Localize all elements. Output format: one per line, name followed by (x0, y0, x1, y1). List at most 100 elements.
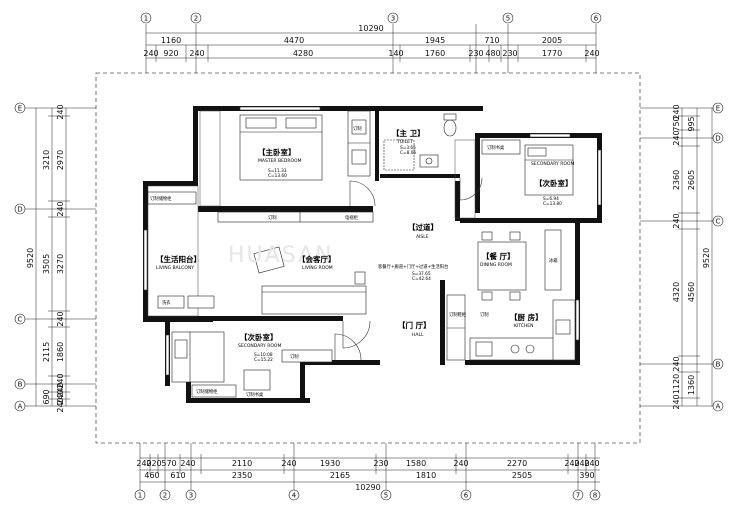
tv-cabinet (217, 211, 374, 223)
left-dimensions (25, 107, 96, 407)
left-dim2-3: 240 (56, 201, 65, 216)
top-dim2-8: 480 (485, 49, 500, 58)
label-sink: 洗衣 (162, 299, 171, 306)
axis-top-4: 5 (506, 15, 510, 23)
top-dim2-2: 920 (163, 49, 178, 58)
label-desk-bottom: 订制书桌 (246, 391, 264, 398)
label-toilet-s: S=3.65 (400, 145, 416, 151)
second-top-bed (524, 144, 574, 196)
axis-right-b: B (716, 361, 721, 369)
label-master-en: MASTER BEDROOM (258, 158, 302, 164)
axis-bottom-3: 3 (189, 492, 193, 500)
top-dim2-9: 230 (502, 49, 517, 58)
bottom-dim-14: 240 (584, 459, 599, 468)
label-toilet-en: TOILET (396, 139, 413, 145)
left-dim2-2: 2970 (56, 150, 65, 170)
windows (143, 106, 602, 376)
left-dim2-8: 240 (56, 382, 65, 397)
label-second-top-c: C=13.80 (543, 201, 562, 207)
top-dimensions (145, 24, 597, 73)
master-bed (239, 114, 323, 181)
label-master-c: C=13.60 (268, 173, 287, 179)
top-dim2-6: 1760 (425, 49, 445, 58)
overall-height-left: 9520 (26, 248, 35, 268)
toilet-door (459, 177, 483, 201)
bottom-dim-6: 240 (281, 459, 296, 468)
bottom-dim-7: 1930 (320, 459, 340, 468)
bottom-dim2-7: 390 (579, 471, 594, 480)
axis-top-5: 6 (594, 15, 599, 23)
bottom-dim2-6: 2505 (512, 471, 532, 480)
left-dim2-10: 240 (56, 397, 65, 412)
top-dim2-4: 4280 (293, 49, 313, 58)
balcony-cabinets (147, 191, 215, 309)
bottom-dim2-2: 610 (170, 471, 185, 480)
axis-bottom-5: 5 (384, 492, 388, 500)
label-area-s: S=37.65 (412, 271, 431, 277)
label-custom: 订制 (480, 311, 489, 318)
left-dim2-1: 240 (56, 104, 65, 119)
overall-height-right: 9520 (702, 248, 711, 268)
bottom-axis-bubbles: 1 2 3 4 5 6 7 8 (134, 489, 601, 501)
axis-top-3: 3 (391, 15, 395, 23)
kitchen-counters (469, 299, 576, 361)
bottom-dim-2: 220 (146, 459, 161, 468)
bottom-dim-5: 2110 (232, 459, 252, 468)
label-second-bottom-en: SECONDARY ROOM (238, 343, 281, 349)
label-kitchen-en: KITCHEN (514, 323, 534, 329)
label-balcony-en: LIVING BALCONY (156, 265, 194, 271)
label-bath-cabinet: 订制储物柜 (196, 388, 218, 395)
label-master-s: S=11.33 (268, 168, 287, 174)
label-hall-cn: 【门 厅】 (398, 320, 431, 330)
bottom-dim2-1: 460 (144, 471, 159, 480)
axis-left-b: B (18, 381, 23, 389)
overall-width-bottom: 10290 (355, 483, 380, 492)
right-dim2-9: 240 (672, 394, 681, 409)
label-toilet-cn: 【主 卫】 (392, 128, 425, 138)
label-balcony-cabinet: 订制储物柜 (150, 195, 172, 202)
bottom-dim-11: 2270 (507, 459, 527, 468)
label-area-c: C=42.64 (412, 276, 431, 282)
shoe-cabinet (446, 294, 466, 361)
left-dim2-6: 1860 (56, 342, 65, 362)
right-dim-1: 995 (687, 116, 696, 131)
top-dim-2: 4470 (284, 36, 304, 45)
bottom-dimensions (139, 443, 600, 490)
bottom-dim-9: 1580 (406, 459, 426, 468)
top-dim2-10: 1770 (542, 49, 562, 58)
balcony-lines (147, 110, 476, 317)
label-aisle-cn: 【过道】 (408, 222, 438, 232)
second-bottom-bed (171, 331, 225, 383)
axis-bottom-1: 1 (138, 492, 142, 500)
label-kitchen-cn: 【厨 房】 (510, 312, 543, 322)
right-dim-2: 2605 (687, 170, 696, 190)
right-dim-4: 1360 (687, 375, 696, 395)
top-dim2-7: 230 (468, 49, 483, 58)
label-second-top-en: SECONDARY ROOM (531, 161, 574, 167)
label-dining-cn: 【餐 厅】 (482, 251, 515, 261)
label-second-bottom-c: C=15.22 (254, 357, 273, 363)
second-bottom-wardrobe (191, 349, 333, 398)
bottom-dim-3: 570 (161, 459, 176, 468)
label-dining-en: DINING ROOM (480, 262, 512, 268)
top-dim-5: 2005 (542, 36, 562, 45)
right-dim2-5: 240 (672, 213, 681, 228)
right-dim2-2: 750 (672, 116, 681, 131)
label-hall-en: HALL (412, 332, 424, 338)
overall-width-top: 10290 (358, 24, 383, 33)
right-dim2-8: 1120 (672, 374, 681, 394)
axis-right-c: C (716, 218, 721, 226)
axis-bottom-2: 2 (163, 492, 167, 500)
label-second-top-s: S=6.94 (543, 196, 559, 202)
left-dim2-9: 240 (56, 389, 65, 404)
top-dim2-3: 240 (189, 49, 204, 58)
label-tv-cabinet: 电视柜 (345, 214, 359, 221)
label-wardrobe-master: 订制 (353, 125, 362, 132)
top-dim2-5: 140 (388, 49, 403, 58)
left-dim2-7: 240 (56, 373, 65, 388)
axis-bottom-8: 8 (593, 492, 597, 500)
top-dim2-1: 240 (143, 49, 158, 58)
axis-left-e: E (18, 105, 22, 113)
axis-left-a: A (18, 403, 23, 411)
top-dim-3: 1945 (425, 36, 445, 45)
